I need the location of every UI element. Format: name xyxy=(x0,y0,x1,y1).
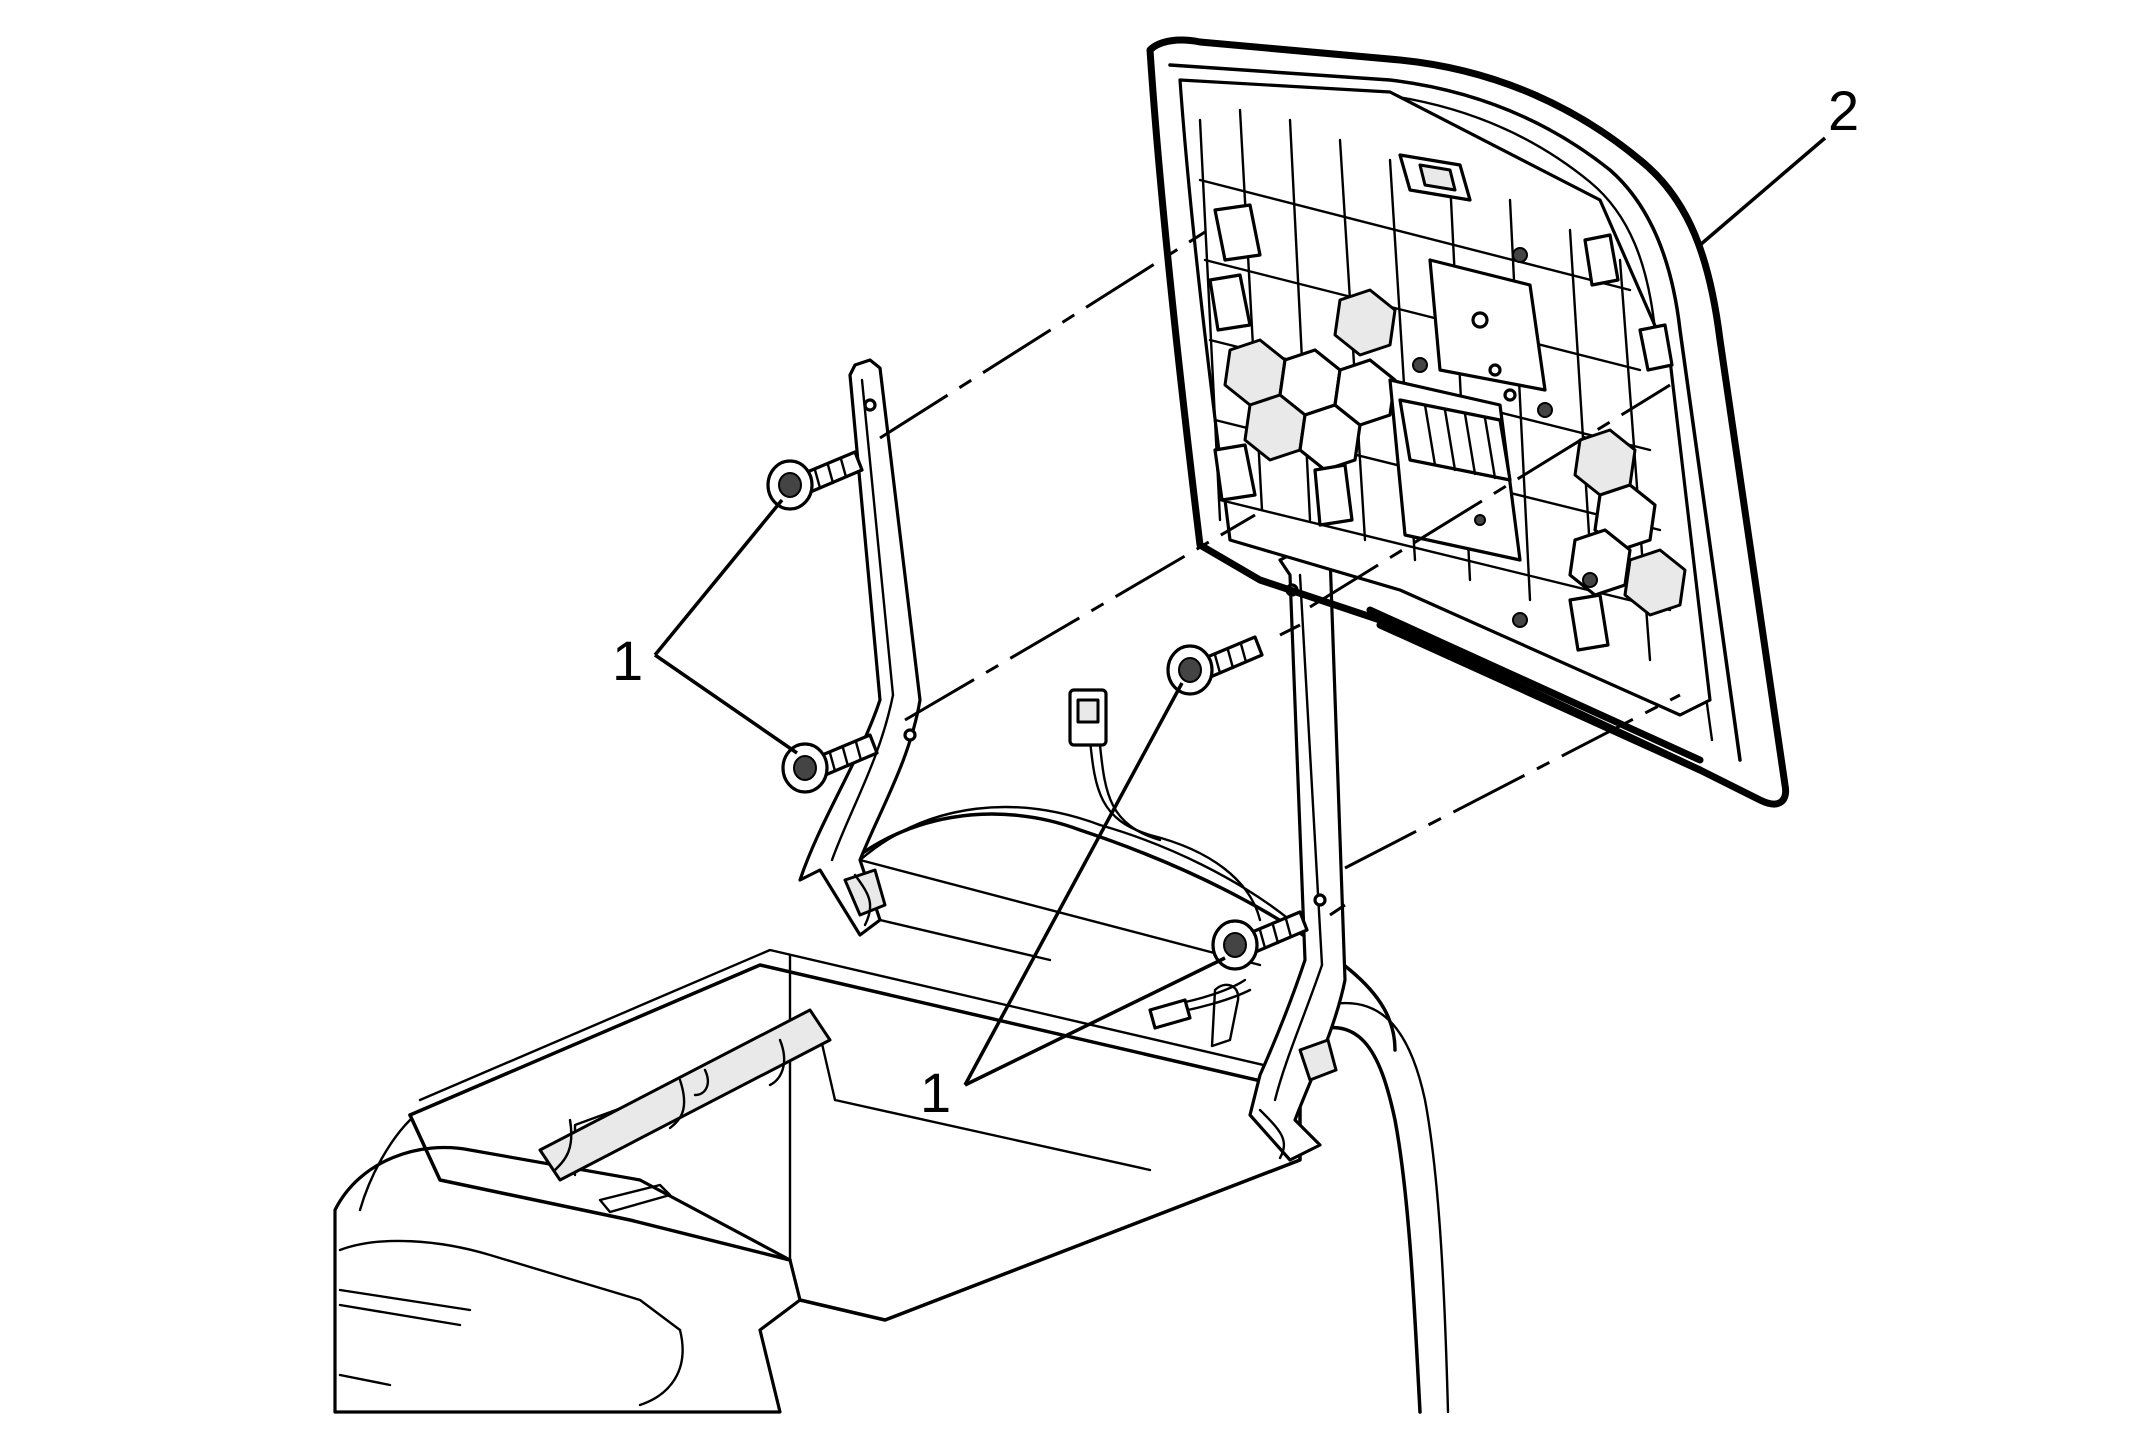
fastener-lower-left xyxy=(781,733,879,794)
fastener-upper-right xyxy=(1166,635,1264,696)
hinge-bracket-left xyxy=(798,358,922,937)
callout-leaders xyxy=(653,136,1827,1087)
callout-label-fasteners-left: 1 xyxy=(612,629,643,692)
armrest-lid-assembly xyxy=(1146,36,1790,808)
fastener-lower-right xyxy=(1211,910,1309,971)
callout-label-armrest-lid: 2 xyxy=(1828,79,1859,142)
electrical-connector-lower xyxy=(1148,998,1192,1030)
hinge-bracket-right xyxy=(1248,543,1347,1162)
callout-label-fasteners-right: 1 xyxy=(920,1061,951,1124)
console-body xyxy=(333,688,1450,1414)
fastener-upper-left xyxy=(766,450,864,511)
alignment-lines xyxy=(879,230,1681,917)
